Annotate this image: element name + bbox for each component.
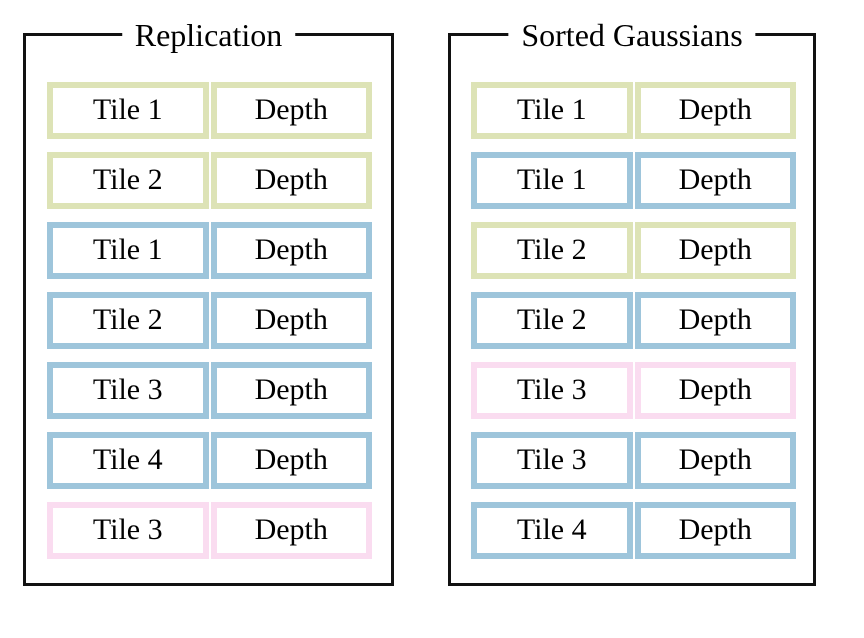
depth-cell: Depth: [210, 362, 372, 419]
depth-cell: Depth: [210, 152, 372, 209]
gaussian-entry-row: Tile 1 Depth: [471, 152, 796, 209]
gaussian-entry-row: Tile 3 Depth: [471, 362, 796, 419]
gaussian-entry-row: Tile 1 Depth: [471, 82, 796, 139]
gaussian-entry-row: Tile 1 Depth: [47, 222, 372, 279]
gaussian-entry-row: Tile 2 Depth: [471, 222, 796, 279]
depth-cell: Depth: [634, 432, 796, 489]
tile-id-cell: Tile 1: [471, 152, 633, 209]
depth-cell: Depth: [210, 502, 372, 559]
gaussian-entry-row: Tile 4 Depth: [47, 432, 372, 489]
gaussian-entry-row: Tile 2 Depth: [47, 152, 372, 209]
tile-id-cell: Tile 3: [471, 432, 633, 489]
tile-id-cell: Tile 2: [47, 292, 209, 349]
tile-id-cell: Tile 4: [471, 502, 633, 559]
depth-cell: Depth: [634, 362, 796, 419]
tile-id-cell: Tile 4: [47, 432, 209, 489]
depth-cell: Depth: [210, 432, 372, 489]
depth-cell: Depth: [210, 222, 372, 279]
gaussian-entry-row: Tile 3 Depth: [47, 502, 372, 559]
tile-id-cell: Tile 1: [471, 82, 633, 139]
depth-cell: Depth: [634, 222, 796, 279]
replication-row-list: Tile 1 Depth Tile 2 Depth Tile 1 Depth T…: [26, 36, 391, 583]
replication-panel: Replication Tile 1 Depth Tile 2 Depth Ti…: [23, 14, 394, 586]
gaussian-entry-row: Tile 2 Depth: [47, 292, 372, 349]
gaussian-entry-row: Tile 2 Depth: [471, 292, 796, 349]
tile-id-cell: Tile 1: [47, 222, 209, 279]
replication-panel-title: Replication: [121, 14, 296, 56]
tile-id-cell: Tile 2: [471, 292, 633, 349]
depth-cell: Depth: [634, 292, 796, 349]
depth-cell: Depth: [634, 82, 796, 139]
gaussian-entry-row: Tile 3 Depth: [471, 432, 796, 489]
depth-cell: Depth: [634, 502, 796, 559]
gaussian-entry-row: Tile 4 Depth: [471, 502, 796, 559]
sorted-gaussians-panel: Sorted Gaussians Tile 1 Depth Tile 1 Dep…: [448, 14, 816, 586]
tile-id-cell: Tile 2: [47, 152, 209, 209]
gaussian-entry-row: Tile 1 Depth: [47, 82, 372, 139]
tile-id-cell: Tile 3: [471, 362, 633, 419]
sorted-gaussians-row-list: Tile 1 Depth Tile 1 Depth Tile 2 Depth T…: [451, 36, 813, 583]
tile-id-cell: Tile 2: [471, 222, 633, 279]
tile-id-cell: Tile 1: [47, 82, 209, 139]
gaussian-entry-row: Tile 3 Depth: [47, 362, 372, 419]
tile-id-cell: Tile 3: [47, 362, 209, 419]
sorted-gaussians-panel-title: Sorted Gaussians: [508, 14, 756, 56]
tile-id-cell: Tile 3: [47, 502, 209, 559]
depth-cell: Depth: [634, 152, 796, 209]
depth-cell: Depth: [210, 82, 372, 139]
depth-cell: Depth: [210, 292, 372, 349]
